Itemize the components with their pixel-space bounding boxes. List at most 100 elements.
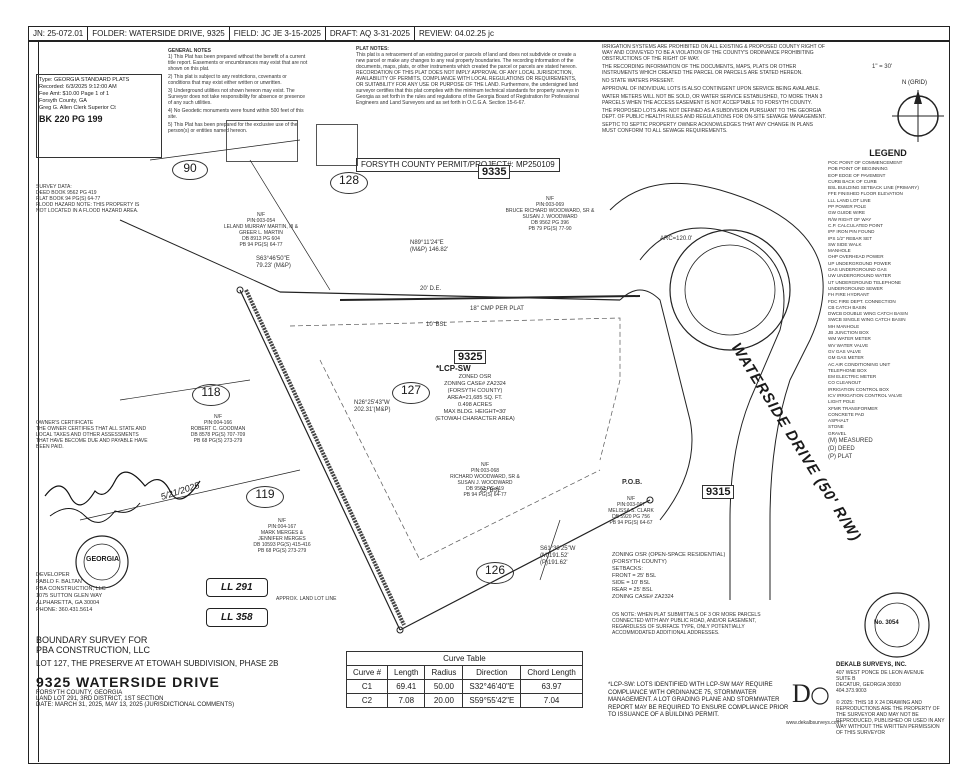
plat-notes-title: PLAT NOTES: [356,46,389,52]
lot-line [539,519,561,581]
legend-item: UT UNDERGROUND TELEPHONE [828,279,902,285]
parcel-clark: N/F PIN:003-067 MELISSA S. CLARK DB 5920… [608,496,654,526]
legend-item: POB POINT OF BEGINNING [828,166,888,172]
svg-text:D: D [792,679,811,708]
table-row: C2 7.08 20.00 S59°55'42"E 7.04 [345,693,583,708]
general-note-item: 1) This Plat has been prepared without t… [168,54,308,72]
curve-cell: 20.00 [424,693,464,708]
curve-cell: C2 [345,693,389,708]
legend-item: UNDERGROUND SEWER [828,285,883,291]
iron-pin [236,286,244,294]
approval-stamp [316,124,358,166]
cmp-label: 18" CMP PER PLAT [470,306,524,312]
approval-stamp [226,120,298,162]
pob-label: P.O.B. [622,479,643,486]
legend-item: DWCB DOUBLE WING CATCH BASIN [828,311,908,317]
legend-item: STONE [828,424,844,430]
legend-item: FDC FIRE DEPT. CONNECTION [828,298,896,304]
legend-item: MH MANHOLE [828,323,860,329]
job-header: JN: 25-072.01 FOLDER: WATERSIDE DRIVE, 9… [28,26,950,42]
cul-de-sac-inner [684,244,776,336]
legend-item: R/W RIGHT OF WAY [828,216,872,222]
parcel-martin: N/F PIN:003-054 LELAND MURRAY MARTIN, II… [223,212,299,248]
legend-item: CO CLEANOUT [828,380,862,386]
legend-item: XFMR TRANSFORMER [828,405,878,411]
legend-item: IPF IRON PIN FOUND [828,229,875,235]
legend-item: TELEPHONE BOX [828,367,867,373]
legend-item: SW SIDE WALK [828,241,862,247]
bsl-label: 10' BSL [426,322,447,328]
permit-box: FORSYTH COUNTY PERMIT/PROJECT#: MP250109 [356,158,560,172]
legend-item: GAS UNDERGROUND GAS [828,267,887,273]
legend-item: GW GUIDE WIRE [828,210,866,216]
right-note: NO STATE WATERS PRESENT. [602,78,675,84]
legend-item: WM WATER METER [828,336,871,342]
firm-web: www.dekalbsurveys.com [786,720,841,726]
os-note: OS NOTE: WHEN PLAT SUBMITTALS OF 3 OR MO… [612,612,761,636]
table-row: C1 69.41 50.00 S32°46'40"E 63.97 [345,679,583,694]
legend-item: CONCRETE PAD [828,411,865,417]
firm-copyright: © 2025: THIS 18 X 24 DRAWING AND REPRODU… [836,700,945,736]
book-page: BK 220 PG 199 [39,114,103,124]
lot-line [119,379,251,401]
firm-address: 407 WEST PONCE DE LEON AVENUE SUITE B DE… [836,670,924,694]
curve-cell: 50.00 [424,679,464,694]
legend-item: JB JUNCTION BOX [828,330,869,336]
legend-item: SWCB SINGLE WING CATCH BASIN [828,317,906,323]
plat-notes-text: This plat is a retracement of an existin… [356,52,579,106]
curve-cell: 63.97 [520,679,583,694]
curve-header: Curve # [345,665,389,680]
right-note: SEPTIC TO SEPTIC PROPERTY OWNER ACKNOWLE… [602,122,813,134]
curve-cell: C1 [345,679,389,694]
legend-abbrev: (M) MEASURED [828,438,873,445]
job-number: JN: 25-072.01 [29,27,89,41]
lot-number: 119 [246,486,284,508]
curve-table-title: Curve Table [346,651,583,666]
recording-clerk: Greg G. Allen Clerk Superior Ct [39,105,116,111]
general-note-item: 2) This plat is subject to any restricti… [168,74,287,86]
legend-item: PP POWER POLE [828,204,867,210]
title-line6: DATE: MARCH 31, 2025, MAY 13, 2025 (JURI… [36,702,235,708]
land-lot-label: LL 291 [206,578,268,597]
zoning-info: ZONED OSR ZONING CASE# ZA2324 (FORSYTH C… [435,374,515,422]
zoning-code: *LCP-SW [436,364,471,373]
lot-number: 90 [172,160,208,180]
general-note-item: 3) Underground utilities not shown hereo… [168,88,306,106]
curve-table: Curve Table Curve # Length Radius Direct… [345,651,583,708]
irrigation-notes: IRRIGATION SYSTEMS ARE PROHIBITED ON ALL… [602,44,828,134]
firm-logo-icon: D [792,679,829,708]
curve-cell: S59°55'42"E [462,693,522,708]
recording-date: Recorded: 6/3/2025 9:12:00 AM [39,84,117,90]
curve-header: Radius [424,665,464,680]
lot-number: 128 [330,172,368,194]
bearing-south: S61°39'25"W (M)191.52' (P)191.62' [540,546,576,566]
address-label: 9315 [702,485,735,499]
general-notes-title: GENERAL NOTES [168,48,211,54]
field-label: FIELD: JC JE 3-15-2025 [230,27,326,41]
legend-abbrev: (P) PLAT [828,454,853,461]
plat-notes: PLAT NOTES: This plat is a retracement o… [356,46,580,106]
bearing-north: N89°11'24"E (M&P) 146.82' [410,240,449,253]
review-label: REVIEW: 04.02.25 jc [418,29,494,38]
title-line3: LOT 127, THE PRESERVE AT ETOWAH SUBDIVIS… [36,659,279,668]
title-line2: PBA CONSTRUCTION, LLC [36,645,151,655]
general-note-item: 5) This Plat has been prepared for the e… [168,122,298,134]
zoning-setbacks: ZONING OSR (OPEN-SPACE RESIDENTIAL) (FOR… [612,552,726,600]
general-note-item: 4) No Geodetic monuments were found with… [168,108,304,120]
legend-item: EOP EDGE OF PAVEMENT [828,172,886,178]
seal-state: GEORGIA [86,556,120,563]
parcel-merges: N/F PIN:004-167 MARK MERGES & JENNIFER M… [253,518,311,554]
bearing-west: N26°25'43"W 202.31'(M&P) [354,400,391,413]
legend-item: IRRIGATION CONTROL BOX [828,386,889,392]
legend-item: AC AIR CONDITIONING UNIT [828,361,891,367]
legend-item: ICV IRRIGATION CONTROL VALVE [828,392,903,398]
lcp-note: *LCP-SW: LOTS IDENTIFIED WITH LCP-SW MAY… [608,682,789,718]
setback-line [289,317,621,461]
right-note: IRRIGATION SYSTEMS ARE PROHIBITED ON ALL… [602,44,825,62]
north-arrow-icon [892,90,944,142]
iron-pin [646,496,654,504]
easement-label: 20' D.E. [420,286,442,292]
legend-item: WV WATER VALVE [828,342,869,348]
legend-item: IPS 1/2" REBAR SET [828,235,873,241]
